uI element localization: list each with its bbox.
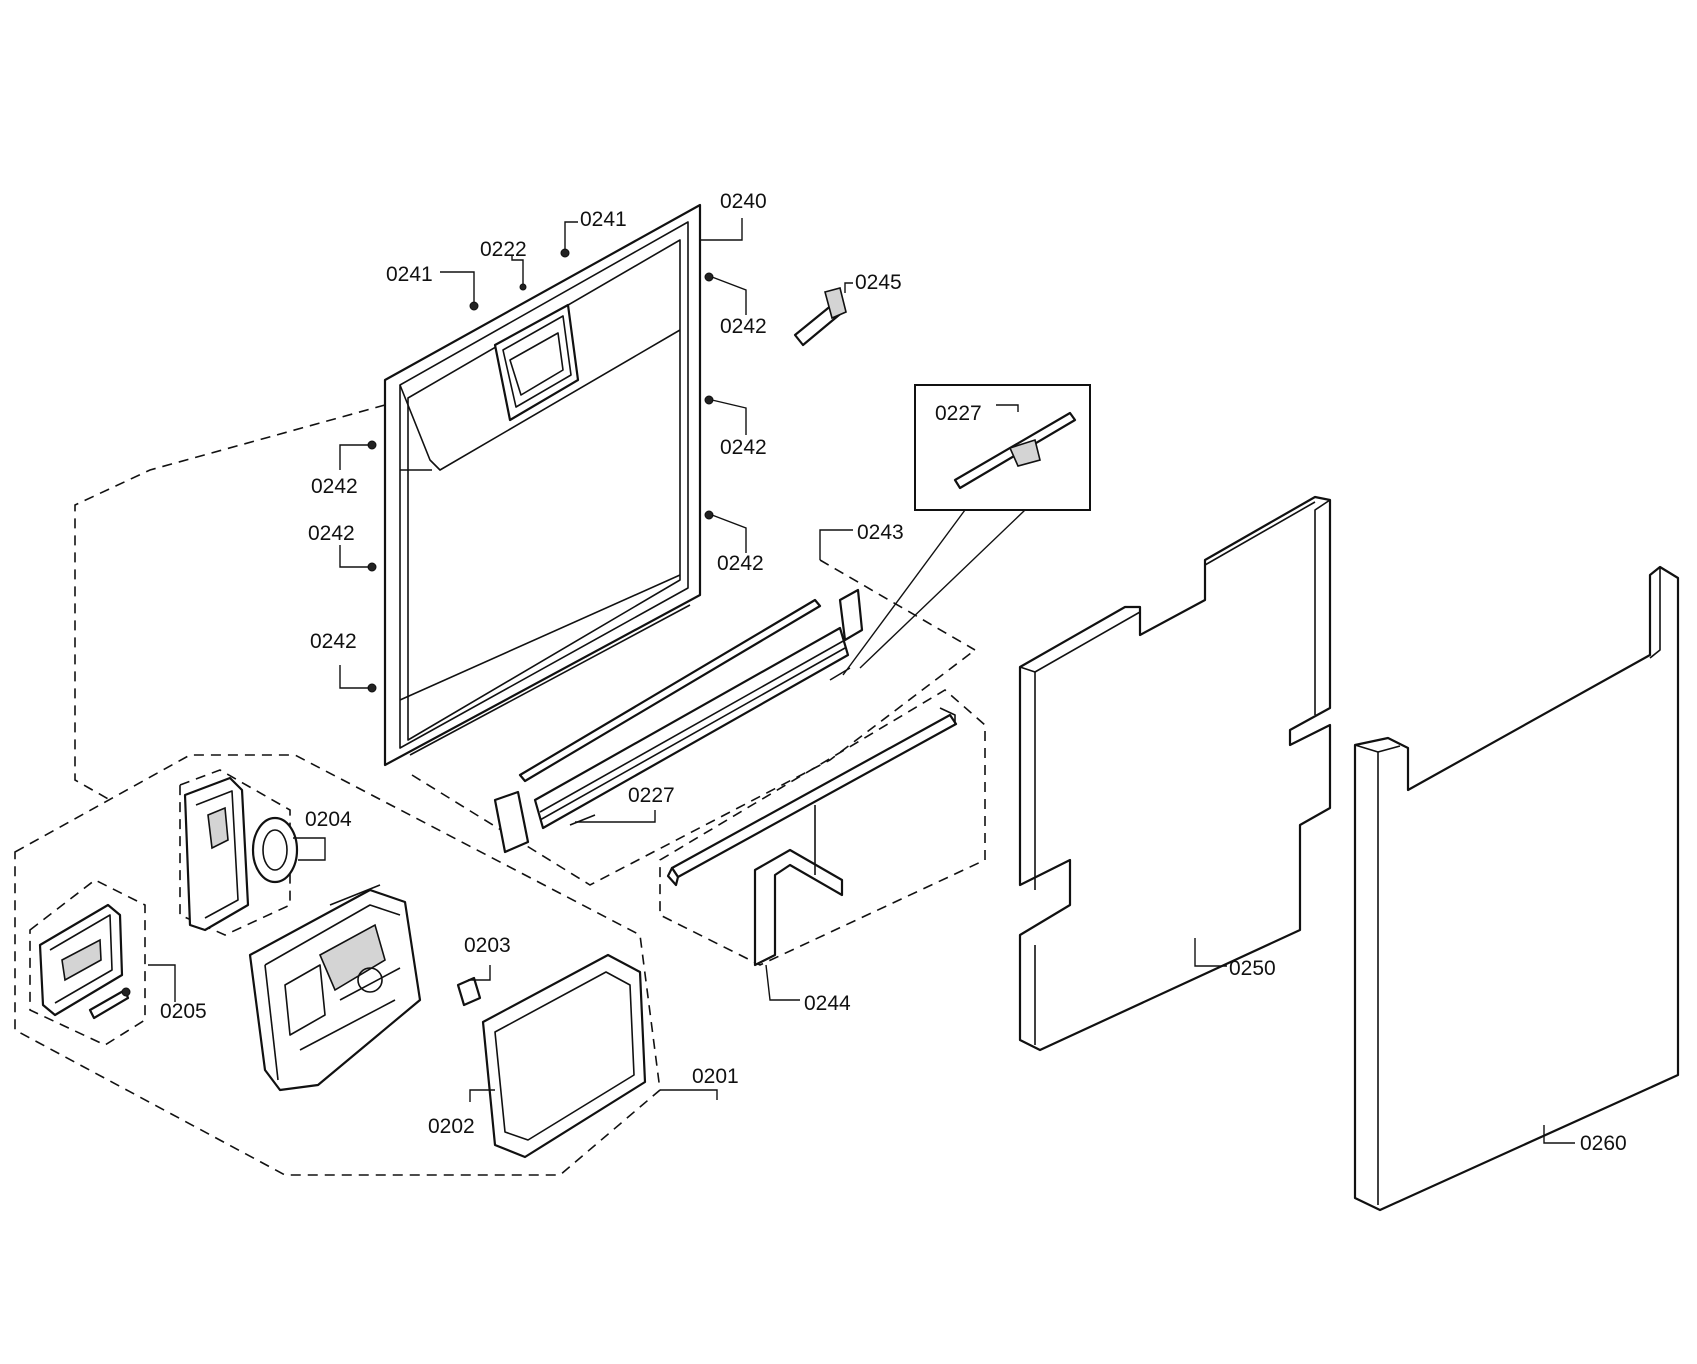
screw-0242-l1 <box>367 440 377 450</box>
rail-assembly-0244 <box>666 707 958 967</box>
label-0241-left: 0241 <box>386 263 433 286</box>
inner-door-frame-0240 <box>383 203 702 767</box>
clip-0203 <box>456 976 482 1007</box>
leader-lines <box>148 218 1575 1144</box>
screw-0242-r1 <box>704 272 714 282</box>
outer-door-panel-0260 <box>1353 565 1680 1212</box>
label-0242-l3: 0242 <box>310 630 357 653</box>
screw-0242-r3 <box>704 510 714 520</box>
label-0201: 0201 <box>692 1065 739 1088</box>
label-0260: 0260 <box>1580 1132 1627 1155</box>
screw-0241-left <box>469 301 479 311</box>
label-0242-l2: 0242 <box>308 522 355 545</box>
label-0204: 0204 <box>305 808 352 831</box>
label-0202: 0202 <box>428 1115 475 1138</box>
screws <box>367 248 714 693</box>
screw-0222 <box>519 283 527 291</box>
label-0242-r2: 0242 <box>720 436 767 459</box>
gasket-frame-0202 <box>481 953 647 1159</box>
part-labels: 0240 0241 0222 0241 0245 0242 0227 0242 … <box>160 190 1627 1155</box>
label-0222: 0222 <box>480 238 527 261</box>
label-0203: 0203 <box>464 934 511 957</box>
label-0240: 0240 <box>720 190 767 213</box>
label-0241-top: 0241 <box>580 208 627 231</box>
screw-0242-l3 <box>367 683 377 693</box>
label-0242-r1: 0242 <box>720 315 767 338</box>
label-0245: 0245 <box>855 271 902 294</box>
label-0243: 0243 <box>857 521 904 544</box>
insulation-panel-0250 <box>1018 495 1332 1052</box>
label-0205: 0205 <box>160 1000 207 1023</box>
latch-part-0245 <box>793 287 847 347</box>
screw-0242-r2 <box>704 395 714 405</box>
label-0242-r3: 0242 <box>717 552 764 575</box>
handle-frame-0204 <box>183 776 299 932</box>
inset-detail-box <box>842 384 1091 676</box>
seal-ring <box>251 816 299 884</box>
panel-0205 <box>38 903 131 1020</box>
label-0250: 0250 <box>1229 957 1276 980</box>
screw-0242-l2 <box>367 562 377 572</box>
control-module-0201 <box>248 884 422 1092</box>
screw-0241-top <box>560 248 570 258</box>
label-0244: 0244 <box>804 992 851 1015</box>
label-0242-l1: 0242 <box>311 475 358 498</box>
hinge-bars-0243 <box>493 588 864 854</box>
label-0227-bottom: 0227 <box>628 784 675 807</box>
label-0227-inset: 0227 <box>935 402 982 425</box>
